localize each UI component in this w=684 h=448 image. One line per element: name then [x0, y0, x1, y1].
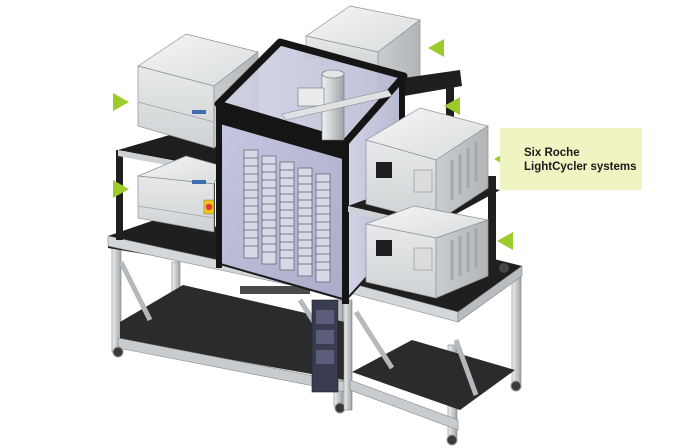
caster-wheel-icon [334, 402, 346, 414]
callout-line-2: LightCycler systems [524, 161, 637, 173]
sample-plate-racks [243, 149, 331, 283]
instrument-callout-box: Six Roche LightCycler systems [500, 128, 642, 190]
caster-wheel-icon [510, 380, 522, 392]
control-electronics [240, 286, 339, 393]
callout-line-1: Six Roche [524, 147, 580, 159]
lightcycler-unit-upper-right [365, 107, 489, 223]
triangle-arrow-icon [113, 180, 129, 198]
lightcycler-unit-lower-left [137, 155, 223, 233]
triangle-arrow-icon [428, 39, 444, 57]
lightcycler-unit-lower-right [364, 205, 490, 299]
caster-wheel-icon [446, 434, 458, 446]
caster-wheel-icon [112, 346, 124, 358]
triangle-arrow-icon [497, 232, 513, 250]
triangle-arrow-icon [444, 97, 460, 115]
triangle-arrow-icon [113, 93, 129, 111]
